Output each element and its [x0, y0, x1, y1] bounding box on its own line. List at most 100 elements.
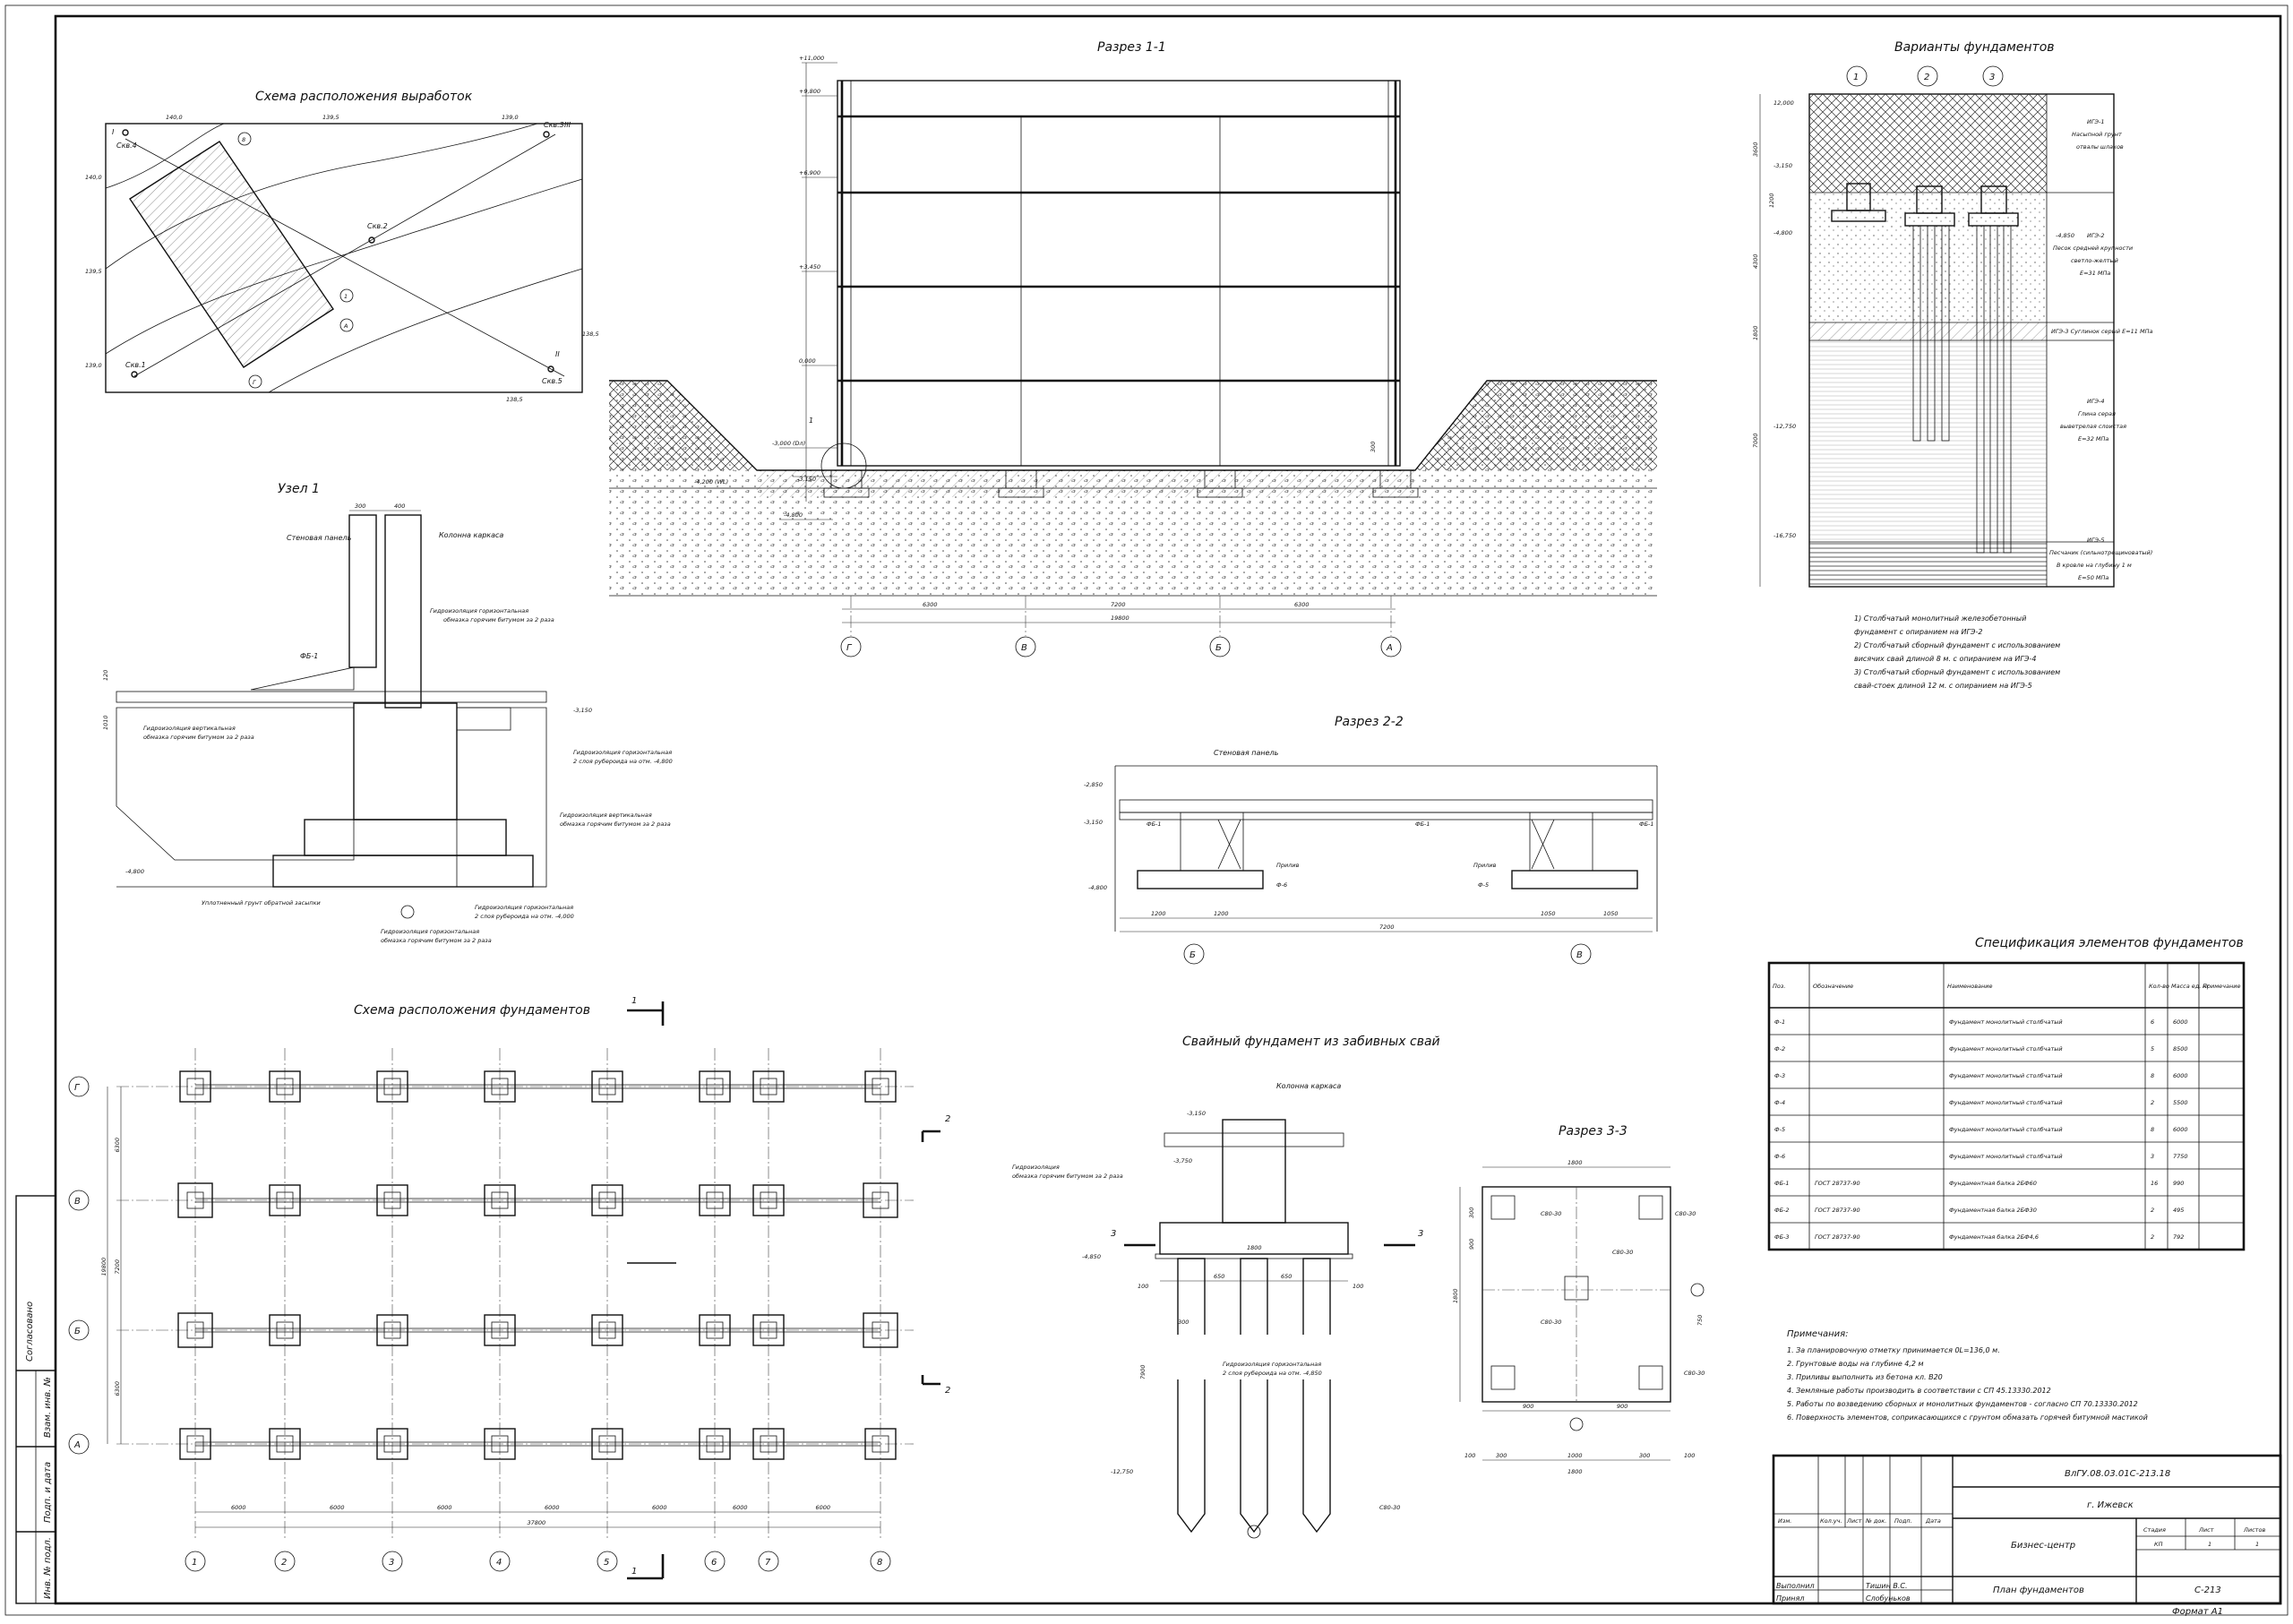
pile-hvb: обмазка горячим битумом за 2 раза [1012, 1173, 1123, 1180]
spec-cell-4-0: Ф-5 [1774, 1126, 1785, 1133]
s33-pile-3: С80-30 [1612, 1249, 1633, 1256]
bh-1: Скв.1 [125, 361, 146, 369]
footing-2-7 [863, 1312, 898, 1348]
layer-2d: E=31 МПа [2080, 270, 2110, 277]
v-lvl-1: 12,000 [1773, 99, 1794, 107]
v-th-1: 3600 [1752, 142, 1759, 157]
stamp-h4: № док. [1865, 1517, 1886, 1525]
spec-title: Спецификация элементов фундаментов [1975, 936, 2244, 950]
spec-cell-8-4: 792 [2173, 1233, 2184, 1241]
plan-axis-a: А [343, 322, 348, 330]
v-th-2: 1200 [1768, 193, 1775, 208]
section-axes: Г В Б А [840, 596, 1402, 657]
s22-wall: Стеновая панель [1214, 749, 1279, 757]
lvl-9: -4,800 [784, 511, 803, 519]
v-lvl-4: -12,750 [1773, 423, 1796, 430]
v-th-5: 7000 [1752, 433, 1759, 448]
spec-cell-3-0: Ф-4 [1774, 1099, 1785, 1106]
spec-header-4: Масса ед. кг [2171, 983, 2210, 990]
footing-2-6 [752, 1314, 785, 1346]
node-fb: ФБ-1 [300, 652, 318, 660]
lvl-6: -3,000 (Dл) [772, 440, 805, 447]
spec-header-1: Обозначение [1813, 983, 1853, 990]
layer-4b: Глина серая [2078, 410, 2116, 417]
footing-0-2 [376, 1070, 408, 1103]
footing-1-0 [177, 1182, 213, 1218]
spec-cell-6-3: 16 [2151, 1180, 2158, 1187]
lvl-2: +9,800 [799, 88, 820, 95]
s22-l1: -2,850 [1084, 781, 1103, 788]
spec-cell-7-0: ФБ-2 [1774, 1207, 1790, 1214]
section-2-2: Разрез 2-2 Стеновая панель ФБ-1 ФБ-1 ФБ-… [1084, 715, 1658, 965]
pile-d4: 650 [1281, 1273, 1292, 1280]
plan-row-dim-2: 6300 [114, 1381, 121, 1396]
cut-1-top: 1 [631, 996, 637, 1006]
lvl-7: -3,150 [797, 476, 816, 483]
spec-cell-6-2: Фундаментная балка 2БФ60 [1949, 1180, 2037, 1187]
outer-frame [4, 4, 2289, 1616]
s33-title: Разрез 3-3 [1559, 1124, 1627, 1139]
pile-title: Свайный фундамент из забивных свай [1182, 1035, 1440, 1049]
footing-1-3 [484, 1184, 516, 1216]
v-th-4: 1800 [1752, 325, 1759, 340]
stamp-h3: Лист [1846, 1517, 1862, 1525]
pile-l2: -3,750 [1173, 1157, 1192, 1164]
spec-cell-0-0: Ф-1 [1774, 1018, 1785, 1026]
node-hv2b: обмазка горячим битумом за 2 раза [560, 821, 671, 828]
pile-d2: 100 [1138, 1283, 1148, 1290]
stamp-project: Бизнес-центр [2011, 1541, 2075, 1551]
v-note-1: 1) Столбчатый монолитный железобетонный [1854, 614, 2026, 623]
plan-col-axis-4: 5 [604, 1558, 609, 1568]
spec-cell-4-4: 6000 [2173, 1126, 2188, 1133]
stamp-s2: 1 [2208, 1541, 2211, 1548]
spec-header-3: Кол-во [2149, 983, 2169, 990]
stamp-city: г. Ижевск [2087, 1500, 2134, 1510]
node-hg3b: 2 слоя рубероида на отм. -4,000 [475, 913, 574, 920]
roman-2: II [555, 350, 560, 358]
layer-5b: Песчаник (сильнотрещиноватый) [2049, 549, 2152, 556]
spec-cell-7-1: ГОСТ 28737-90 [1815, 1207, 1860, 1214]
dim-3: 6300 [1294, 601, 1310, 608]
stamp-name1: Тишин В.С. [1866, 1582, 1908, 1590]
section-1-1: Разрез 1-1 +11,000 +9,800 [609, 40, 1657, 657]
s33-d4: 300 [1496, 1452, 1507, 1459]
layer-2c: светло-желтый [2071, 257, 2118, 264]
stamp-h2: Кол.уч. [1820, 1517, 1842, 1525]
plan-col-axis-6: 7 [765, 1558, 771, 1568]
s22-f6: Ф-6 [1276, 881, 1287, 889]
note-1: 1. За планировочную отметку принимается … [1787, 1346, 2000, 1354]
footing-2-1 [269, 1314, 301, 1346]
spec-cell-0-2: Фундамент монолитный столбчатый [1949, 1018, 2063, 1026]
cut-1-bot: 1 [631, 1567, 637, 1577]
v-lvl-5: -16,750 [1773, 532, 1796, 539]
contour-4: 138,5 [582, 331, 599, 338]
section-2-2-title: Разрез 2-2 [1335, 715, 1404, 729]
node-hw1: Гидроизоляция горизонтальная [430, 607, 528, 614]
s-axis-1: Г [846, 643, 853, 653]
spec-cell-1-4: 8500 [2173, 1045, 2188, 1053]
pile-l4: -12,750 [1111, 1468, 1133, 1475]
stamp-sh2: Лист [2198, 1526, 2214, 1534]
footing-3-6 [752, 1428, 785, 1460]
spec-cell-6-0: ФБ-1 [1774, 1180, 1790, 1187]
s22-d2: 1200 [1214, 910, 1229, 917]
plan-total-dim: 37800 [528, 1519, 546, 1526]
spec-cell-8-0: ФБ-3 [1774, 1233, 1790, 1241]
spec-cell-3-2: Фундамент монолитный столбчатый [1949, 1099, 2063, 1106]
node-hg4: Гидроизоляция горизонтальная [381, 928, 479, 935]
spec-cell-3-4: 5500 [2173, 1099, 2188, 1106]
contour-8: 138,5 [506, 396, 523, 403]
side-label-4: Согласовано [25, 1302, 35, 1362]
pile-hv: Гидроизоляция [1012, 1164, 1060, 1171]
footing-3-7 [864, 1428, 897, 1460]
spec-cell-0-4: 6000 [2173, 1018, 2188, 1026]
plan-row-axis-3: А [73, 1440, 81, 1450]
spec-cell-1-3: 5 [2151, 1045, 2154, 1053]
spec-cell-7-2: Фундаментная балка 2БФ30 [1949, 1207, 2037, 1214]
spec-cell-7-4: 495 [2173, 1207, 2184, 1214]
stamp-h6: Дата [1925, 1517, 1941, 1525]
plan-title: Схема расположения фундаментов [354, 1003, 590, 1018]
section-footings [823, 469, 1419, 498]
s22-d5: 1050 [1603, 910, 1619, 917]
s33-d10: 900 [1468, 1239, 1475, 1250]
